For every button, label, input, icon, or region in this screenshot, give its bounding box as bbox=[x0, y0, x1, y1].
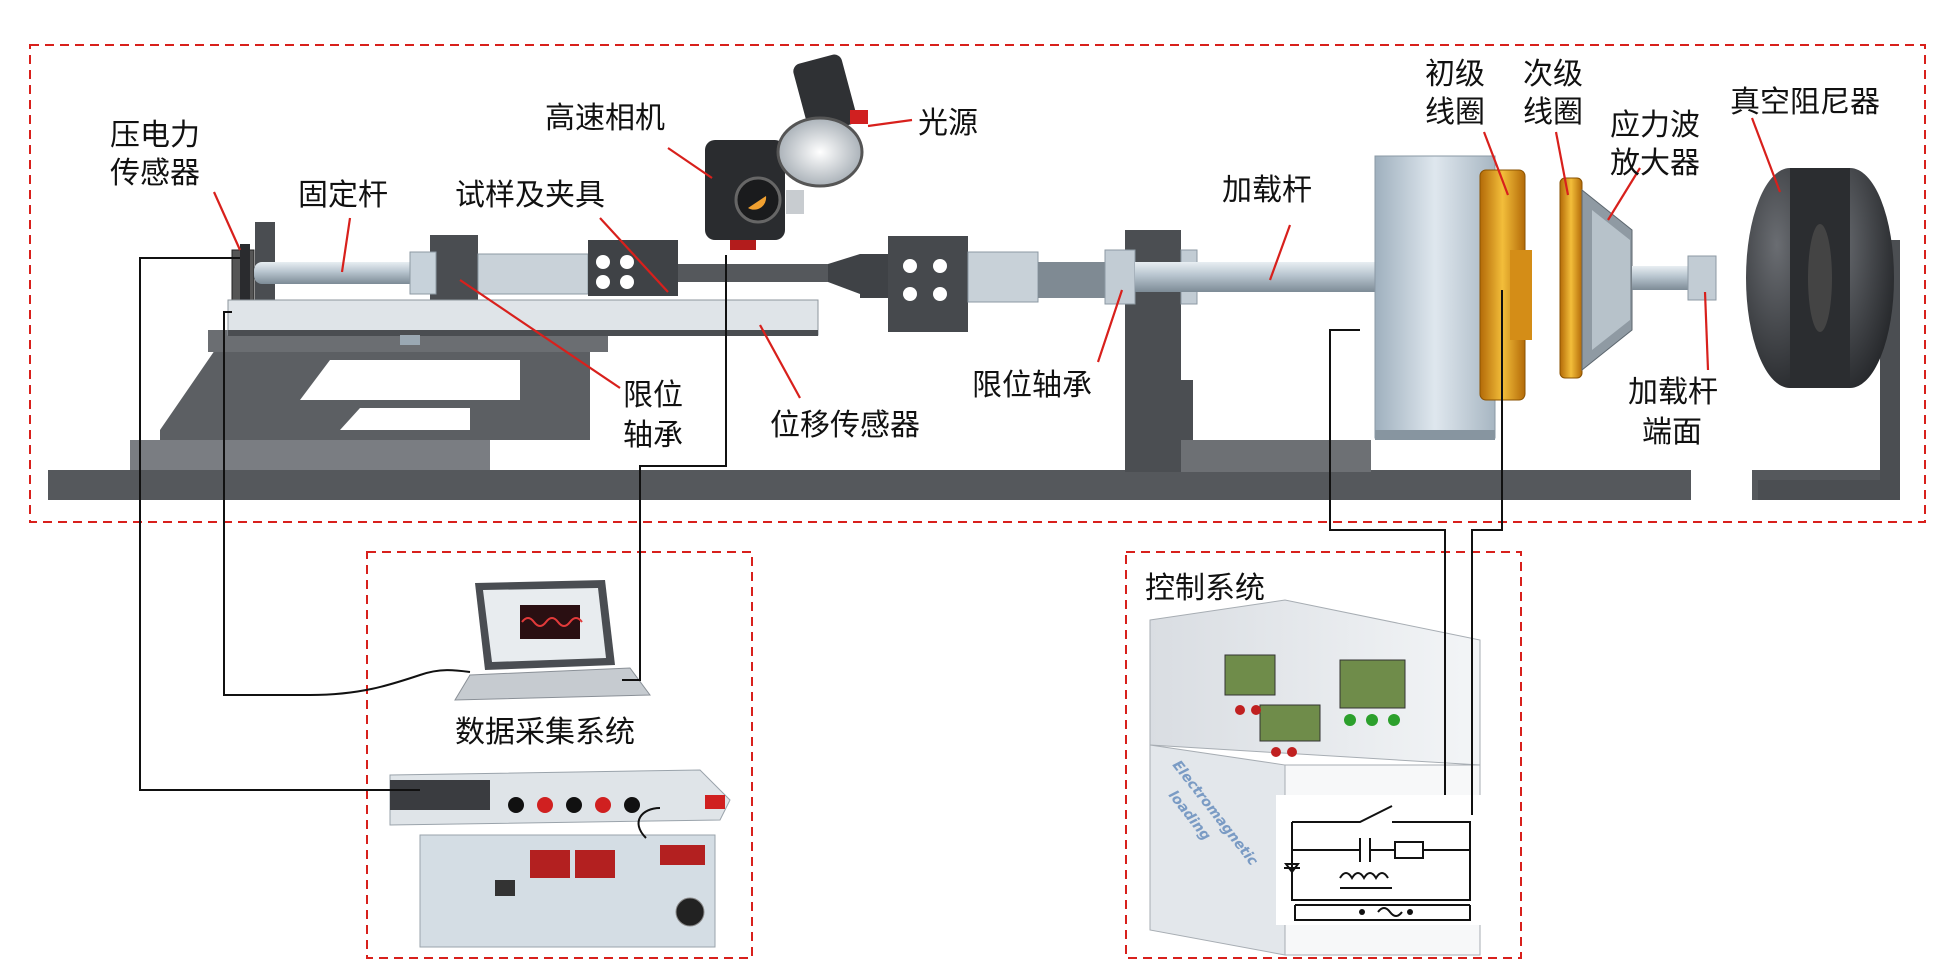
signal-wires bbox=[139, 255, 1503, 839]
label-secondary-coil-2: 线圈 bbox=[1523, 95, 1583, 130]
vacuum-damper-part bbox=[1746, 168, 1894, 388]
label-secondary-coil-1: 次级 bbox=[1523, 57, 1583, 92]
label-loading-rod: 加载杆 bbox=[1222, 173, 1312, 208]
laptop-part bbox=[454, 580, 651, 701]
label-limit-bearing-left-1: 限位 bbox=[623, 378, 683, 413]
label-piezo-sensor-1: 压电力 bbox=[110, 118, 200, 153]
circuit-schematic bbox=[1276, 795, 1492, 925]
output-rod-part bbox=[1632, 255, 1717, 301]
label-high-speed-camera: 高速相机 bbox=[545, 101, 665, 136]
data-acquisition-boundary bbox=[366, 551, 753, 959]
light-source-part bbox=[776, 54, 868, 188]
loading-rod-part bbox=[1135, 262, 1375, 292]
stress-wave-amplifier-part bbox=[1581, 188, 1633, 372]
secondary-coil-part bbox=[1559, 177, 1583, 379]
right-fixture-block bbox=[888, 236, 1113, 332]
label-data-acquisition: 数据采集系统 bbox=[455, 715, 635, 750]
label-control-system: 控制系统 bbox=[1145, 571, 1265, 606]
label-stress-wave-amp-1: 应力波 bbox=[1610, 108, 1700, 143]
specimen-fixture-part bbox=[477, 240, 890, 298]
test-rig-boundary bbox=[29, 44, 1926, 523]
piezo-force-sensor-part bbox=[231, 244, 255, 306]
label-displacement-sensor: 位移传感器 bbox=[770, 408, 920, 443]
label-loading-rod-end-2: 端面 bbox=[1642, 415, 1702, 450]
label-loading-rod-end-1: 加载杆 bbox=[1628, 375, 1718, 410]
label-limit-bearing-left-2: 轴承 bbox=[623, 418, 683, 453]
label-vacuum-damper: 真空阻尼器 bbox=[1730, 85, 1880, 120]
displacement-sensor-part bbox=[227, 299, 819, 345]
label-stress-wave-amp-2: 放大器 bbox=[1610, 146, 1700, 181]
high-speed-camera-part bbox=[705, 140, 804, 250]
label-primary-coil-1: 初级 bbox=[1425, 57, 1485, 92]
label-fixed-rod: 固定杆 bbox=[298, 178, 388, 213]
primary-coil-part bbox=[1479, 169, 1532, 401]
control-system-boundary bbox=[1125, 551, 1522, 959]
label-light-source: 光源 bbox=[918, 106, 978, 141]
label-primary-coil-2: 线圈 bbox=[1425, 95, 1485, 130]
label-specimen-fixture: 试样及夹具 bbox=[455, 178, 605, 213]
fixed-rod-part bbox=[254, 251, 437, 295]
signal-conditioner-part bbox=[389, 769, 731, 826]
oscilloscope-part bbox=[419, 834, 716, 948]
label-limit-bearing-right: 限位轴承 bbox=[972, 368, 1092, 403]
label-piezo-sensor-2: 传感器 bbox=[110, 156, 200, 191]
leader-lines bbox=[212, 117, 1782, 399]
coil-housing bbox=[1374, 155, 1496, 440]
text-labels: 压电力 传感器 固定杆 试样及夹具 高速相机 光源 限位 轴承 位移传感器 加载… bbox=[110, 57, 1880, 750]
